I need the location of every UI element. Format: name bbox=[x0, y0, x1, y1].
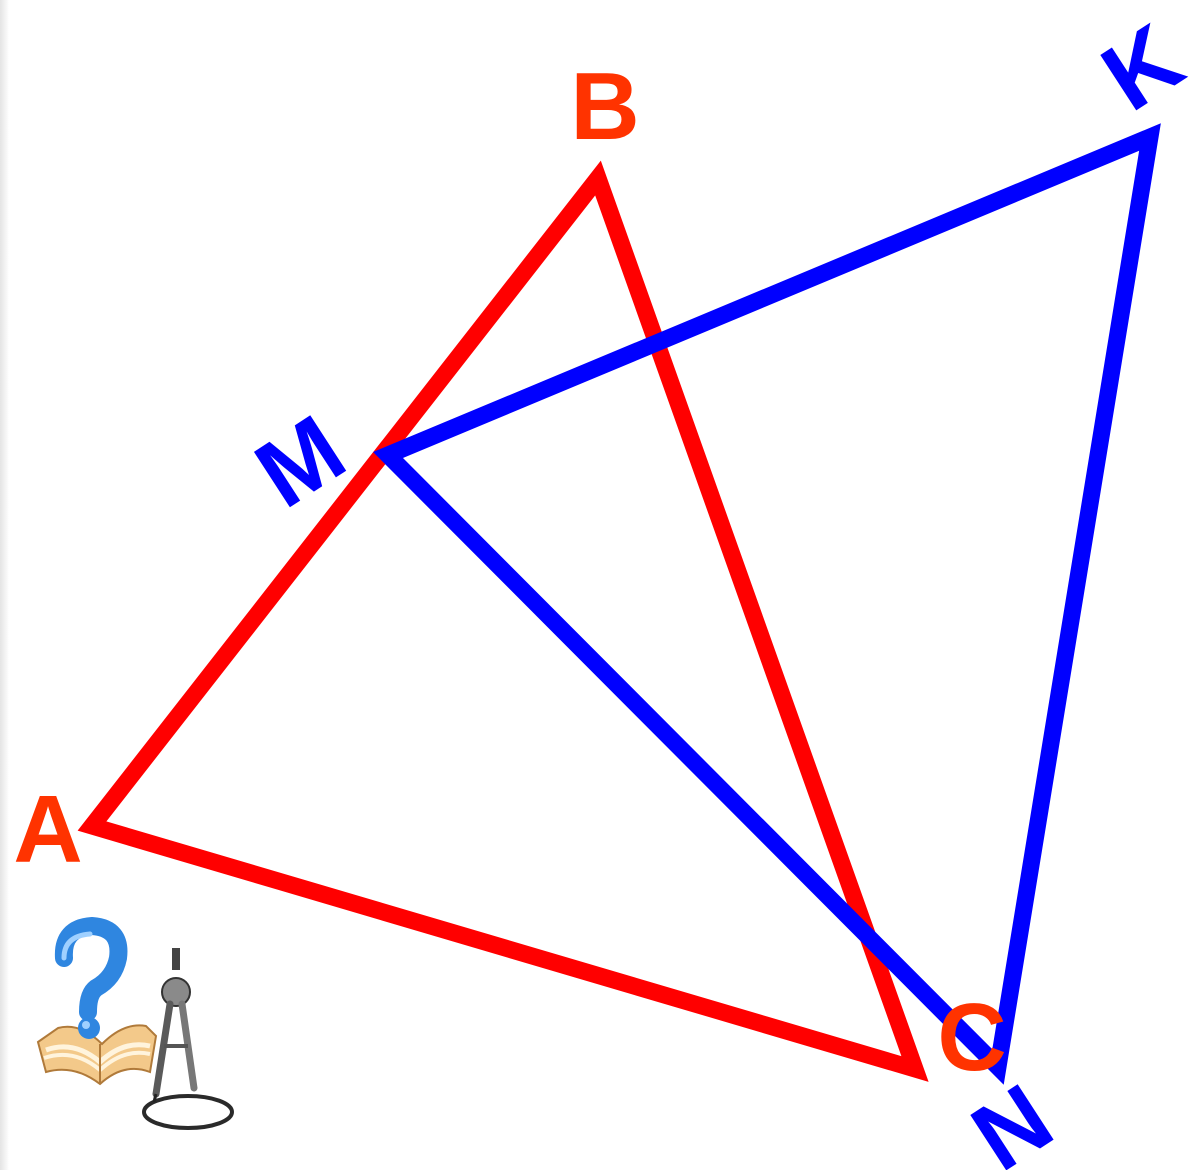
vertex-label-c: C bbox=[937, 984, 1006, 1091]
vertex-label-b: B bbox=[570, 53, 639, 160]
drawing-compass-icon bbox=[142, 948, 234, 1130]
triangle-abc bbox=[77, 160, 929, 1082]
question-mark-icon bbox=[54, 916, 128, 1039]
vertex-label-k: K bbox=[1084, 4, 1200, 131]
question-book-compass-icon bbox=[36, 916, 234, 1130]
triangle-mkn bbox=[373, 123, 1161, 1085]
left-edge-strip bbox=[0, 0, 9, 1170]
vertex-label-a: A bbox=[13, 776, 82, 883]
